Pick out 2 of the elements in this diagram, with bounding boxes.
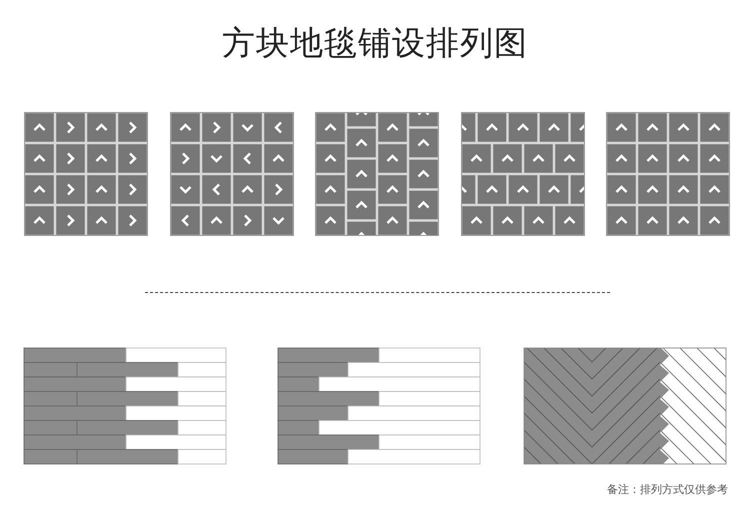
diagram-title: 方块地毯铺设排列图 [222,23,528,62]
note-text: 备注：排列方式仅供参考 [607,483,728,496]
